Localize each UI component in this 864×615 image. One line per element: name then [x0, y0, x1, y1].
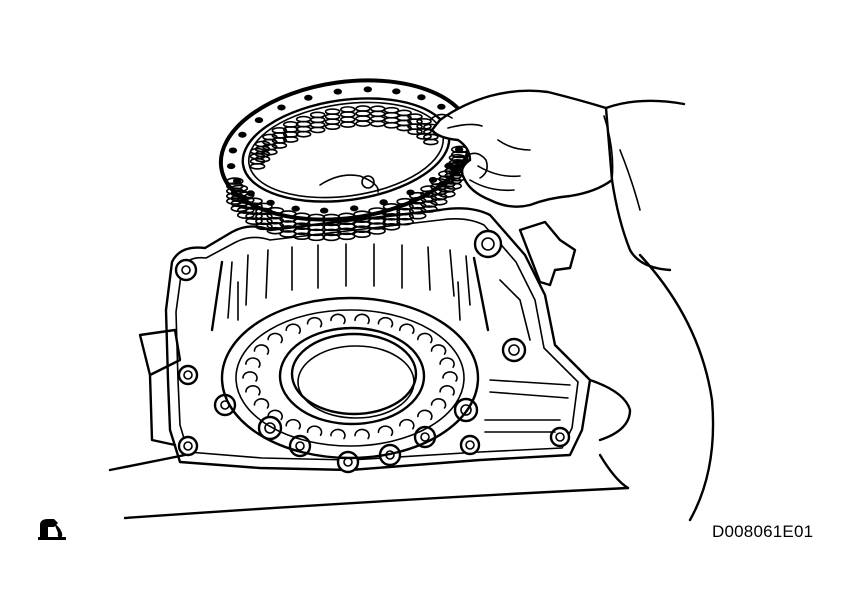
- coil-spring: [423, 123, 439, 146]
- sleeve: [603, 99, 686, 272]
- coil-spring: [324, 108, 341, 131]
- piston-spring: [253, 344, 270, 355]
- piston-spring: [330, 313, 346, 325]
- retainer-hole: [406, 189, 415, 196]
- piston-spring: [430, 344, 447, 355]
- figure-code: D008061E01: [712, 522, 814, 541]
- piston-spring: [285, 323, 301, 335]
- retainer-hole: [437, 103, 446, 110]
- transmission-case: [164, 207, 592, 474]
- piston-spring: [399, 418, 415, 430]
- piston-spring: [330, 428, 346, 440]
- retainer-hole: [291, 205, 300, 212]
- retainer-hole: [350, 205, 359, 212]
- coil-spring: [295, 115, 312, 138]
- coil-spring: [369, 105, 386, 128]
- retainer-hole: [333, 88, 342, 95]
- retainer-hole: [226, 163, 236, 170]
- retainer-hole: [254, 117, 264, 124]
- piston-spring: [377, 425, 394, 437]
- piston-spring: [399, 323, 415, 335]
- piston-spring: [354, 428, 370, 440]
- retainer-hole: [379, 199, 388, 206]
- piston-spring: [242, 371, 258, 382]
- work-surface: [108, 328, 632, 520]
- retainer-hole: [428, 176, 438, 183]
- retainer-hole: [363, 86, 372, 93]
- piston-spring: [267, 332, 283, 344]
- coil-spring: [262, 133, 278, 156]
- coil-spring: [407, 113, 423, 136]
- coil-spring: [396, 109, 412, 132]
- piston-spring: [306, 316, 323, 328]
- lower-springs: [242, 313, 458, 440]
- piston-spring: [417, 332, 433, 344]
- center-tab: [319, 174, 379, 193]
- retainer-holes: [226, 86, 466, 214]
- coil-spring: [309, 111, 326, 134]
- piston-spring: [267, 409, 283, 421]
- cable-line: [638, 253, 715, 522]
- retainer-hole: [304, 94, 313, 101]
- piston-spring: [354, 313, 370, 325]
- piston-spring: [430, 398, 447, 409]
- clutch-drum: [210, 243, 490, 332]
- piston-spring: [245, 357, 261, 368]
- piston-spring: [306, 425, 323, 437]
- retainer-hole: [392, 88, 401, 95]
- coil-spring: [271, 127, 288, 149]
- retainer-hole: [277, 104, 286, 111]
- retainer-hole: [238, 131, 247, 138]
- retainer-hole: [320, 207, 329, 214]
- retainer-hole: [232, 177, 242, 184]
- retainer-hole: [445, 162, 454, 169]
- piston-spring: [439, 385, 455, 396]
- piston-spring: [442, 371, 458, 382]
- coil-spring: [282, 121, 299, 143]
- lower-spring-ring: [220, 296, 480, 460]
- retainer-hole: [454, 146, 464, 153]
- retainer-hole: [417, 94, 426, 101]
- coil-spring: [416, 117, 432, 140]
- hand: [429, 89, 614, 208]
- piston-spring: [285, 418, 301, 430]
- coil-spring: [355, 105, 371, 127]
- retainer-hole: [246, 190, 255, 197]
- oil-applicator-icon: [38, 519, 66, 540]
- coil-spring: [339, 106, 356, 128]
- piston-spring: [253, 398, 270, 409]
- piston-spring: [245, 385, 261, 396]
- retainer-hole: [266, 199, 275, 206]
- piston-spring: [377, 316, 394, 328]
- retainer-hole: [228, 147, 238, 154]
- piston-spring: [417, 409, 433, 421]
- piston-spring: [439, 357, 455, 368]
